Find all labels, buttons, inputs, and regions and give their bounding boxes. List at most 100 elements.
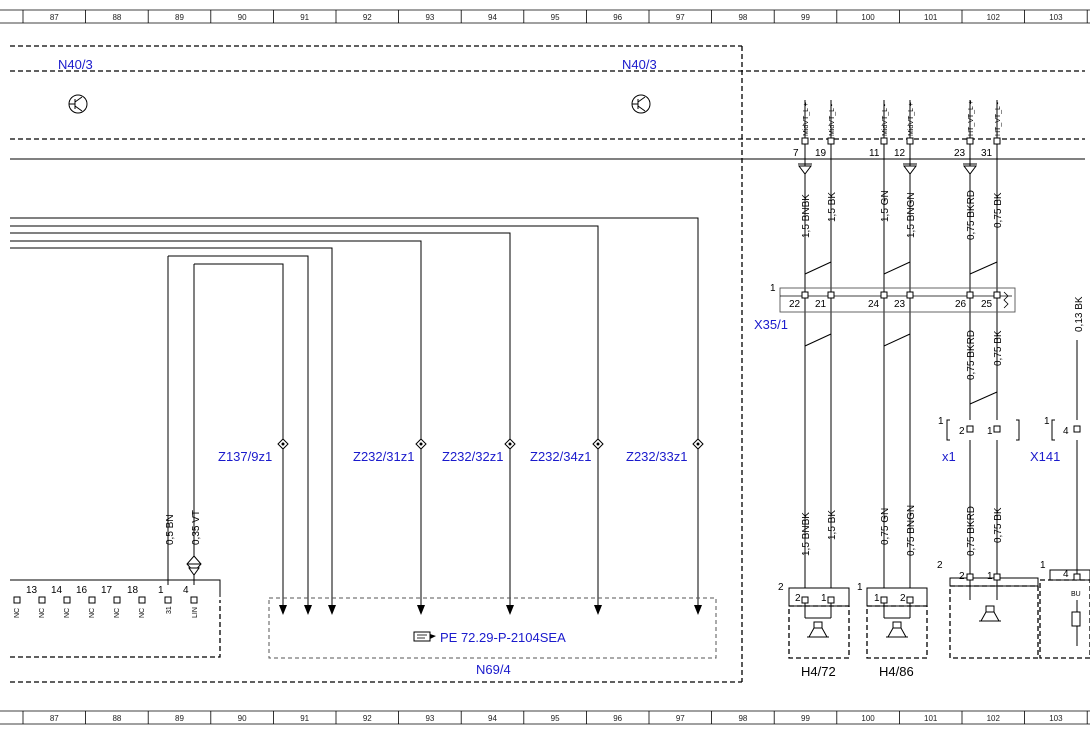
wire-label: 0,75 BKRD <box>966 190 977 240</box>
pin-number: 18 <box>127 585 139 596</box>
pin-number: 24 <box>868 299 880 310</box>
pin-number: 4 <box>1063 569 1069 580</box>
ruler-number: 88 <box>112 714 121 723</box>
ruler-number: 96 <box>613 714 622 723</box>
ruler-number: 92 <box>363 13 372 22</box>
n40-module-frame <box>10 45 1085 683</box>
h4-72-component <box>788 587 850 659</box>
signal-name: MidVT_L - <box>829 103 836 136</box>
h4-72-label: H4/72 <box>801 664 836 679</box>
pin-number: 1 <box>987 426 993 437</box>
pin-socket <box>113 596 121 604</box>
zone-label: Z137/9z1 <box>218 449 272 464</box>
x35-connector <box>779 287 1016 313</box>
right-lower-component <box>1039 569 1090 659</box>
pin-number: 13 <box>26 585 38 596</box>
pin-number: 17 <box>101 585 113 596</box>
pin-socket <box>63 596 71 604</box>
pin-number: 12 <box>894 148 906 159</box>
ruler-number: 99 <box>801 714 810 723</box>
wire-label: 0,75 BKRD <box>966 506 977 556</box>
n40-left-label: N40/3 <box>58 57 93 72</box>
wire-label: 0,5 BN <box>165 514 176 545</box>
zone-label: Z232/33z1 <box>626 449 687 464</box>
arrow-heads <box>279 605 702 615</box>
pin-number: 23 <box>894 299 906 310</box>
ruler-number: 89 <box>175 714 184 723</box>
signal-name: MidVT_L + <box>908 102 915 136</box>
ruler-number: 94 <box>488 13 497 22</box>
pin-nc: NC <box>14 608 21 618</box>
wire-label: 0,75 BK <box>993 192 1004 228</box>
ruler-number: 98 <box>738 714 747 723</box>
speaker-icon <box>886 621 908 638</box>
h4-86-label: H4/86 <box>879 664 914 679</box>
connector-number: 1 <box>1040 560 1046 571</box>
connector-number: 1 <box>938 416 944 427</box>
pin-number: 26 <box>955 299 967 310</box>
signal-name: MidVT_L + <box>803 102 810 136</box>
x141-connector <box>1051 419 1081 441</box>
ruler-number: 93 <box>425 714 434 723</box>
pin-number: 1 <box>821 593 827 604</box>
pin-number: 16 <box>76 585 88 596</box>
x1-connector <box>946 419 1020 441</box>
pin-number: 4 <box>1063 426 1069 437</box>
wire-label: 0,75 BK <box>993 507 1004 543</box>
wire-label: 0,75 BK <box>993 330 1004 366</box>
top-pin-sockets <box>801 137 1001 145</box>
pin-number: 19 <box>815 148 827 159</box>
pin-socket <box>88 596 96 604</box>
pin-number: 11 <box>869 148 880 159</box>
x35-label: X35/1 <box>754 317 788 332</box>
pin-socket <box>164 596 172 604</box>
wire-label: 0,13 BK <box>1074 296 1085 332</box>
ruler-number: 101 <box>924 714 938 723</box>
pin-socket <box>38 596 46 604</box>
pin-nc: NC <box>114 608 121 618</box>
pin-number: 1 <box>987 571 993 582</box>
pin-number: 2 <box>795 593 801 604</box>
page-reference[interactable]: PE 72.29-P-2104SEA <box>440 630 566 645</box>
wire-label: 1,5 BNGN <box>906 192 917 238</box>
zone-markers <box>277 438 704 450</box>
zone-label: Z232/32z1 <box>442 449 503 464</box>
pin-number: 21 <box>815 299 827 310</box>
ruler-number: 101 <box>924 13 938 22</box>
signal-name: HT_VT_L - <box>995 101 1002 136</box>
ruler-number: 90 <box>238 13 247 22</box>
connector-number: 1 <box>857 582 863 593</box>
x1-label: x1 <box>942 449 956 464</box>
pin-number: 2 <box>900 593 906 604</box>
pin-number: 14 <box>51 585 63 596</box>
ground-shield-icon <box>186 555 202 576</box>
signal-name: HT_VT_L + <box>968 100 975 136</box>
pin-number: 1 <box>158 585 164 596</box>
bus-wires <box>10 217 699 605</box>
ruler-number: 93 <box>425 13 434 22</box>
h4-86-component <box>866 587 928 659</box>
pin-nc: NC <box>139 608 146 618</box>
pin-nc: NC <box>39 608 46 618</box>
ruler-number: 91 <box>300 714 309 723</box>
speaker-icon <box>807 621 829 638</box>
n69-module-frame <box>268 597 717 659</box>
speaker-icon <box>979 605 1001 622</box>
zone-label: Z232/31z1 <box>353 449 414 464</box>
pin-socket <box>13 596 21 604</box>
pin-signal: LIN <box>192 607 199 618</box>
page-reference-icon <box>413 631 436 642</box>
ruler-number: 100 <box>861 13 875 22</box>
ruler-number: 95 <box>551 13 560 22</box>
pin-number: 23 <box>954 148 966 159</box>
zone-label: Z232/34z1 <box>530 449 591 464</box>
wire-label: 0,75 BNGN <box>906 505 917 556</box>
wire-label: 1,5 BK <box>827 510 838 540</box>
wire-label: 1,5 BNBK <box>801 512 812 556</box>
pin-number: 22 <box>789 299 801 310</box>
ruler-number: 103 <box>1049 714 1063 723</box>
pin-sockets <box>13 596 198 604</box>
